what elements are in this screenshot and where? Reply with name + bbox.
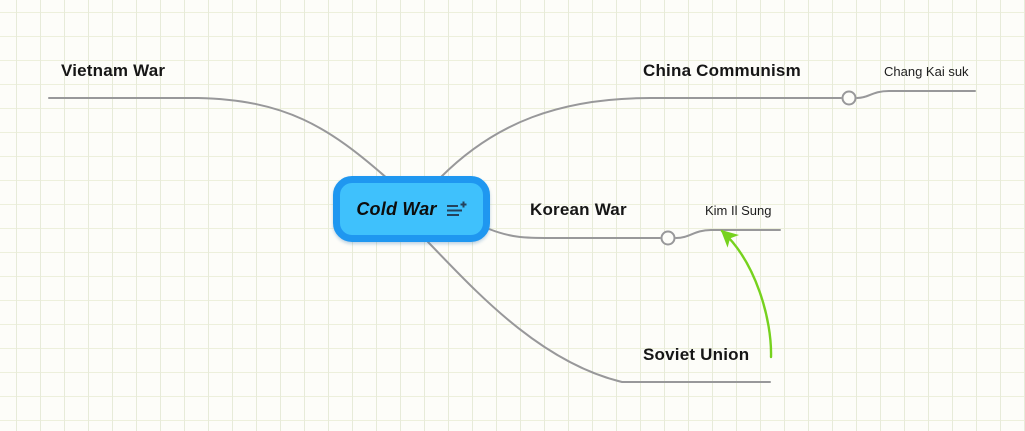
- branch-label-soviet-union[interactable]: Soviet Union: [643, 345, 750, 364]
- connector-chang-kai-suk: [856, 90, 976, 99]
- root-node-cold-war[interactable]: Cold War: [333, 176, 490, 242]
- node-handle-korean-war[interactable]: [660, 230, 676, 246]
- connector-china-communism: [440, 97, 842, 178]
- child-label-chang-kai-suk[interactable]: Chang Kai suk: [884, 64, 969, 79]
- branch-label-china-communism[interactable]: China Communism: [643, 61, 801, 80]
- branch-label-korean-war[interactable]: Korean War: [530, 200, 627, 219]
- add-note-icon[interactable]: [446, 201, 467, 218]
- root-node-label: Cold War: [356, 198, 437, 219]
- connector-kim-il-sung: [675, 229, 781, 239]
- connector-korean-war: [488, 228, 661, 239]
- child-label-kim-il-sung[interactable]: Kim Il Sung: [705, 203, 772, 218]
- node-handle-china-communism[interactable]: [841, 90, 857, 106]
- connector-soviet-union: [427, 241, 771, 383]
- relationship-arrow[interactable]: [720, 229, 773, 359]
- branch-label-vietnam-war[interactable]: Vietnam War: [61, 61, 166, 80]
- connector-vietnam-war: [48, 97, 390, 181]
